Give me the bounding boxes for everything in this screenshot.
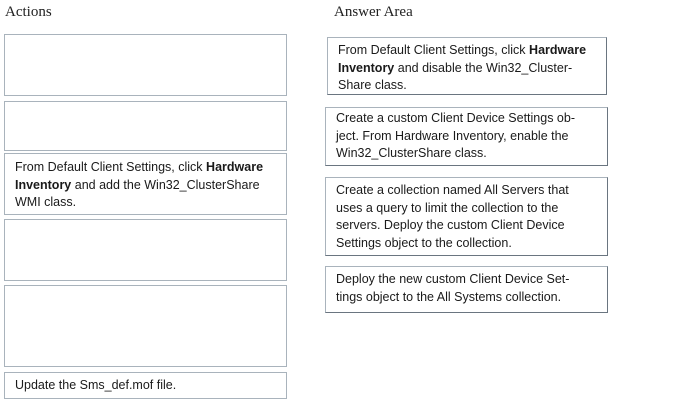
action-item-text: Update the Sms_def.mof file. xyxy=(15,378,177,392)
action-item-update-sms-def-mof[interactable]: Update the Sms_def.mof file. xyxy=(4,372,287,399)
answer-item-create-all-servers-collection[interactable]: Create a collection named All Servers th… xyxy=(325,177,608,256)
answer-item-create-custom-settings[interactable]: Create a custom Client Device Settings o… xyxy=(325,107,608,166)
answer-item-text: Create a collection named All Servers th… xyxy=(336,183,569,250)
action-slot-empty-1[interactable] xyxy=(4,34,287,96)
answer-area-heading: Answer Area xyxy=(334,4,413,20)
action-slot-empty-3[interactable] xyxy=(4,219,287,281)
answer-item-text: From Default Client Settings, click Hard… xyxy=(338,43,587,92)
action-item-text: From Default Client Settings, click Hard… xyxy=(15,160,264,209)
action-item-add-win32-clustershare[interactable]: From Default Client Settings, click Hard… xyxy=(4,153,287,215)
action-slot-empty-4[interactable] xyxy=(4,285,287,367)
action-slot-empty-2[interactable] xyxy=(4,101,287,151)
actions-heading: Actions xyxy=(5,4,52,20)
answer-item-deploy-to-all-systems[interactable]: Deploy the new custom Client Device Set-… xyxy=(325,266,608,313)
answer-item-text: Create a custom Client Device Settings o… xyxy=(336,111,575,160)
answer-item-disable-win32-clustershare[interactable]: From Default Client Settings, click Hard… xyxy=(327,37,607,95)
answer-item-text: Deploy the new custom Client Device Set-… xyxy=(336,272,570,304)
